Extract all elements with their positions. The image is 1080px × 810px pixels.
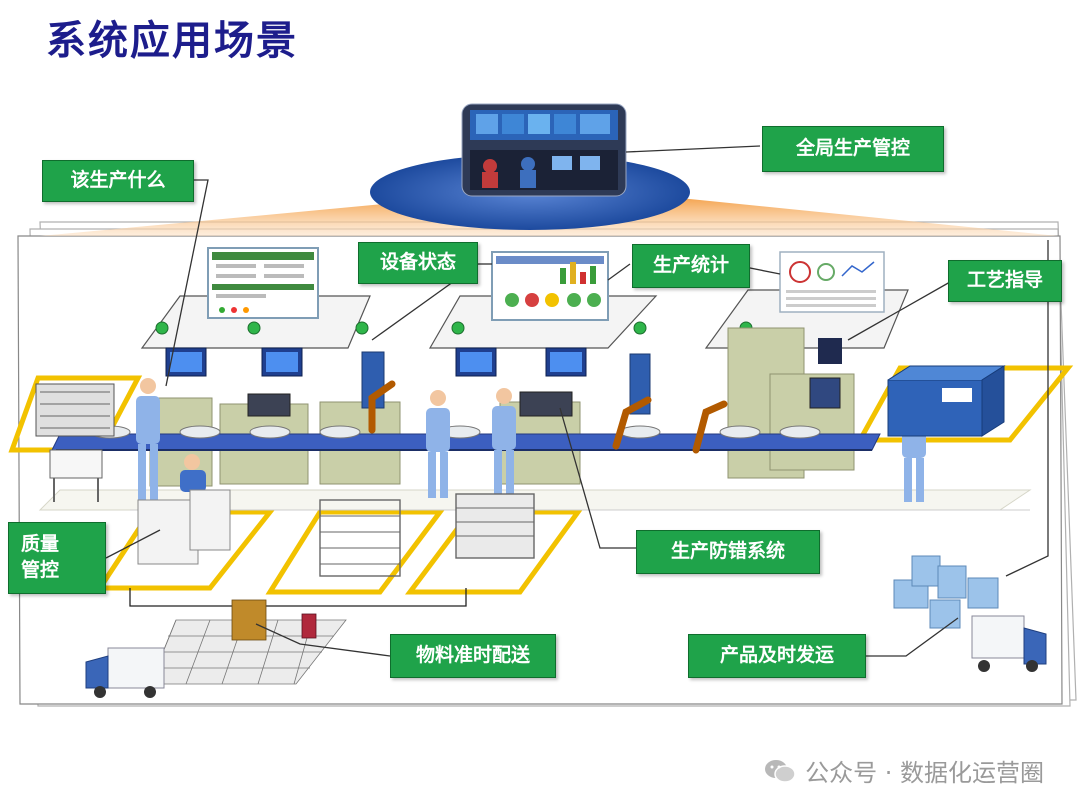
raw-material-stack	[35, 383, 115, 502]
beacon-lamps	[155, 321, 753, 335]
label-quality-line1: 质量	[21, 533, 60, 556]
robot-arms	[368, 380, 728, 454]
callout-lines	[105, 145, 1049, 657]
label-product-shipping: 产品及时发运	[688, 634, 866, 678]
conveyor	[51, 433, 881, 451]
screen-equipment-status	[491, 251, 609, 321]
delivery-truck	[85, 647, 165, 698]
control-boxes	[247, 377, 841, 417]
label-equipment-status: 设备状态	[358, 242, 478, 284]
label-quality-line2: 管控	[21, 559, 60, 581]
wechat-icon	[765, 759, 796, 783]
label-error-proofing: 生产防错系统	[636, 530, 820, 574]
label-production-stats: 生产统计	[632, 244, 750, 288]
shipping-truck	[971, 615, 1047, 672]
finished-goods-rack	[887, 365, 1006, 437]
page-title: 系统应用场景	[46, 18, 298, 64]
label-material-delivery: 物料准时配送	[390, 634, 556, 678]
city-buildings	[893, 555, 999, 629]
label-what-to-produce: 该生产什么	[42, 160, 194, 202]
label-global-control: 全局生产管控	[762, 126, 944, 172]
watermark-text: 公众号 · 数据化运营圈	[805, 759, 1044, 787]
label-quality-control: 质量 管控	[8, 522, 106, 594]
screen-what-to-produce	[207, 247, 319, 319]
screen-production-stats	[779, 251, 885, 313]
conveyor-parts	[89, 425, 821, 439]
pallets	[137, 489, 535, 577]
watermark: 公众号 · 数据化运营圈	[763, 753, 1044, 788]
line-monitors	[165, 338, 842, 377]
control-room-image	[461, 103, 627, 197]
label-process-guidance: 工艺指导	[948, 260, 1062, 302]
